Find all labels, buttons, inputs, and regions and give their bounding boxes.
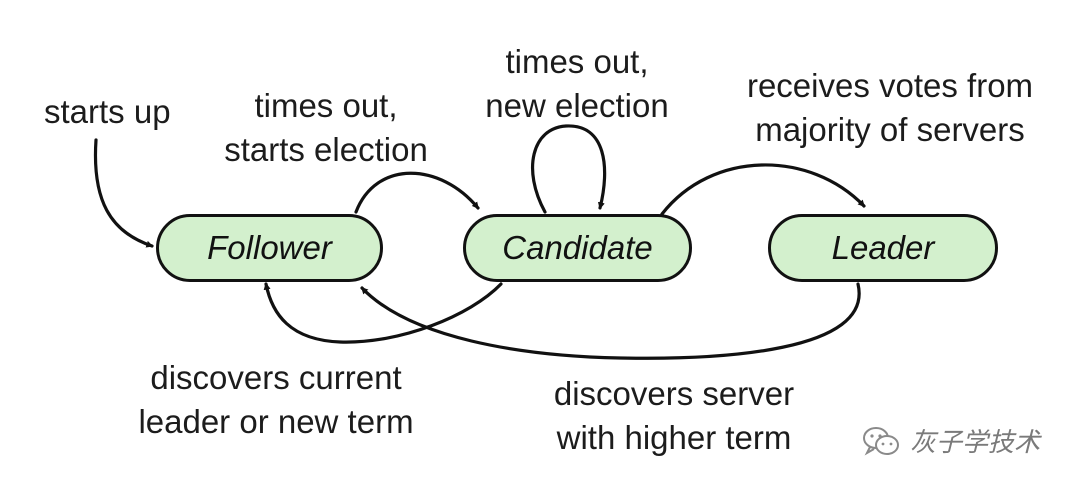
label-line: new election — [485, 87, 669, 124]
label-starts-up: starts up — [44, 93, 171, 130]
arrow-candidate-to-follower — [263, 282, 503, 344]
label-discovers-server: discovers server with higher term — [532, 372, 816, 460]
label-line: majority of servers — [755, 111, 1025, 148]
arrow-candidate-self-loop — [531, 124, 607, 214]
label-times-out-new-election: times out, new election — [466, 40, 688, 128]
node-leader: Leader — [768, 214, 998, 282]
node-follower: Follower — [156, 214, 383, 282]
label-line: times out, — [254, 87, 398, 124]
label-line: times out, — [505, 43, 649, 80]
node-candidate-label: Candidate — [502, 229, 653, 266]
watermark-text: 灰子学技术 — [910, 427, 1041, 457]
node-follower-label: Follower — [207, 229, 332, 266]
label-discovers-current-leader: discovers current leader or new term — [118, 356, 434, 444]
label-line: receives votes from — [746, 67, 1034, 104]
label-line: discovers server — [553, 375, 795, 412]
wechat-icon — [863, 426, 899, 456]
arrow-candidate-to-leader — [660, 163, 866, 216]
label-line: starts election — [224, 131, 428, 168]
arrow-leader-to-follower — [360, 282, 861, 360]
node-candidate: Candidate — [463, 214, 692, 282]
label-line: leader or new term — [138, 403, 414, 440]
label-line: with higher term — [556, 419, 792, 456]
watermark: 灰子学技术 — [862, 422, 1040, 459]
label-receives-votes: receives votes from majority of servers — [722, 64, 1058, 152]
arrow-follower-to-candidate — [354, 171, 480, 214]
arrow-starts-up — [93, 138, 154, 248]
label-line: discovers current — [150, 359, 402, 396]
node-leader-label: Leader — [831, 229, 935, 266]
label-times-out-starts-election: times out, starts election — [198, 84, 454, 172]
